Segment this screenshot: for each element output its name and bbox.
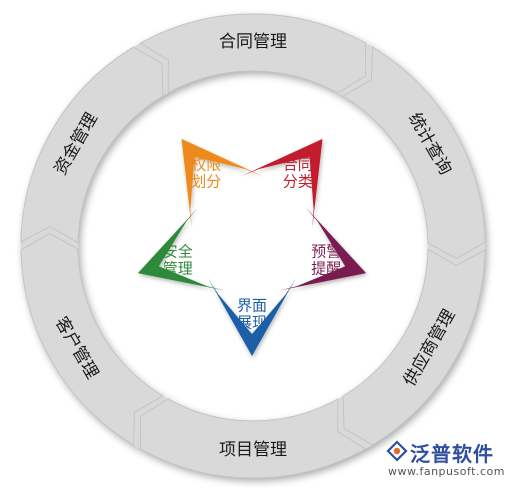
star-point-label: 权限 — [191, 155, 221, 173]
ring-segment — [139, 13, 367, 94]
brand-logo: 泛普软件 www.fanpusoft.com — [386, 438, 504, 482]
fanpu-logo-icon — [386, 440, 408, 462]
star-point-label: 分类 — [283, 172, 313, 190]
ring-label: 项目管理 — [219, 440, 287, 460]
star-point-label: 合同 — [283, 155, 313, 173]
star-point-label: 预警 — [311, 243, 341, 261]
brand-url: www.fanpusoft.com — [388, 465, 505, 478]
star-point-shape — [208, 278, 296, 356]
ring-segment — [342, 46, 486, 260]
star-point-label: 提醒 — [311, 260, 341, 278]
ring-segment — [342, 248, 486, 446]
star-point-label: 界面 — [237, 297, 267, 315]
star-point-label: 安全 — [163, 243, 193, 261]
star-point-label: 展现 — [237, 314, 267, 332]
star-point-shape — [181, 138, 263, 228]
star — [137, 138, 367, 356]
star-point-shape — [137, 207, 226, 291]
ring-label: 合同管理 — [219, 32, 287, 52]
star-point-shape — [241, 138, 323, 228]
star-point-label: 管理 — [163, 260, 193, 278]
star-point-shape — [278, 207, 367, 291]
ring-segment — [139, 398, 367, 479]
ring — [20, 13, 486, 479]
brand-name: 泛普软件 — [410, 442, 494, 466]
ring-segment — [20, 232, 164, 446]
star-point-label: 划分 — [191, 172, 221, 190]
ring-segment — [20, 46, 164, 244]
